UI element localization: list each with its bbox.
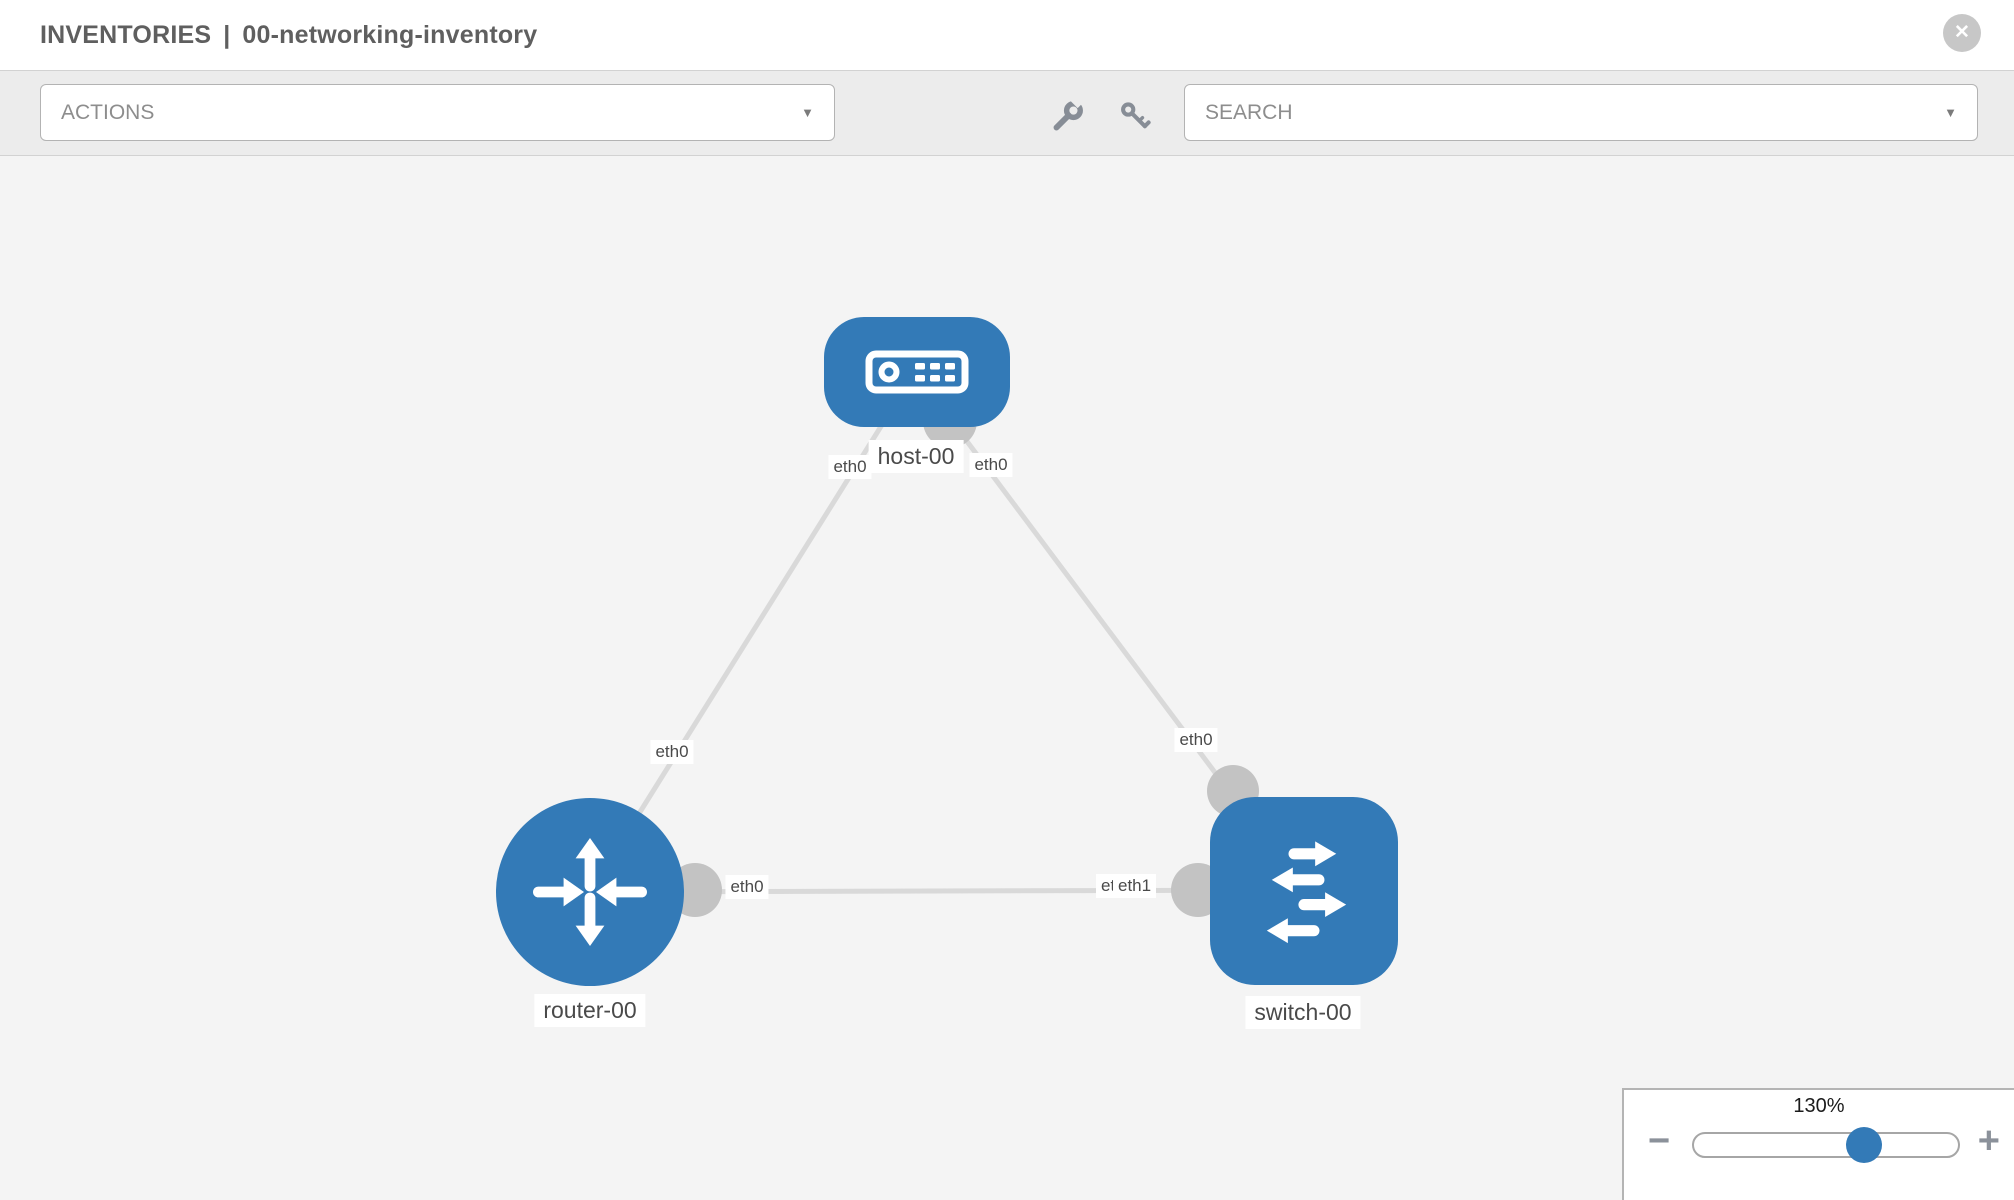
actions-dropdown-label: ACTIONS — [61, 100, 155, 124]
close-button[interactable]: ✕ — [1943, 14, 1981, 52]
configure-button[interactable] — [1046, 94, 1090, 138]
interface-label: eth0 — [969, 453, 1013, 477]
breadcrumb: INVENTORIES | 00-networking-inventory — [40, 0, 537, 70]
zoom-slider-track[interactable] — [1692, 1127, 1960, 1163]
breadcrumb-separator: | — [223, 20, 231, 49]
actions-dropdown[interactable]: ACTIONS ▼ — [40, 84, 835, 141]
interface-label: eth0 — [1174, 728, 1218, 752]
search-dropdown[interactable]: SEARCH ▼ — [1184, 84, 1978, 141]
node-label-host: host-00 — [868, 440, 964, 473]
key-icon — [1121, 102, 1151, 129]
breadcrumb-section: INVENTORIES — [40, 20, 212, 49]
toolbar: ACTIONS ▼ SEARCH ▼ — [0, 70, 2014, 156]
interface-label: eth1 — [1113, 874, 1157, 898]
zoom-slider-thumb[interactable] — [1846, 1127, 1882, 1163]
topology-canvas[interactable]: host-00 router-00 switch-00 eth0 eth0 et… — [0, 156, 2014, 1200]
interface-label: eth0 — [725, 875, 769, 899]
zoom-in-button[interactable]: + — [1977, 1120, 2000, 1162]
server-icon — [865, 350, 969, 394]
node-router-00[interactable] — [496, 798, 684, 986]
interface-label: eth0 — [650, 740, 694, 764]
links-layer — [587, 370, 1306, 917]
wrench-icon — [1053, 99, 1084, 131]
interface-label: eth0 — [828, 455, 872, 479]
breadcrumb-inventory-name: 00-networking-inventory — [242, 20, 538, 49]
node-host-00[interactable] — [824, 317, 1010, 427]
router-arrows-icon — [533, 838, 647, 946]
search-dropdown-label: SEARCH — [1205, 100, 1293, 124]
node-label-router: router-00 — [534, 994, 646, 1027]
chevron-down-icon: ▼ — [1944, 105, 1957, 120]
node-label-switch: switch-00 — [1245, 996, 1361, 1029]
zoom-out-button[interactable]: − — [1648, 1120, 1671, 1162]
node-switch-00[interactable] — [1210, 797, 1398, 985]
zoom-panel: 130% − + — [1622, 1088, 2014, 1200]
header: INVENTORIES | 00-networking-inventory ✕ — [0, 0, 2014, 70]
zoom-level: 130% — [1793, 1095, 1845, 1117]
chevron-down-icon: ▼ — [801, 105, 814, 120]
close-icon: ✕ — [1954, 22, 1970, 43]
switch-arrows-icon — [1266, 841, 1347, 944]
credentials-button[interactable] — [1113, 94, 1157, 138]
